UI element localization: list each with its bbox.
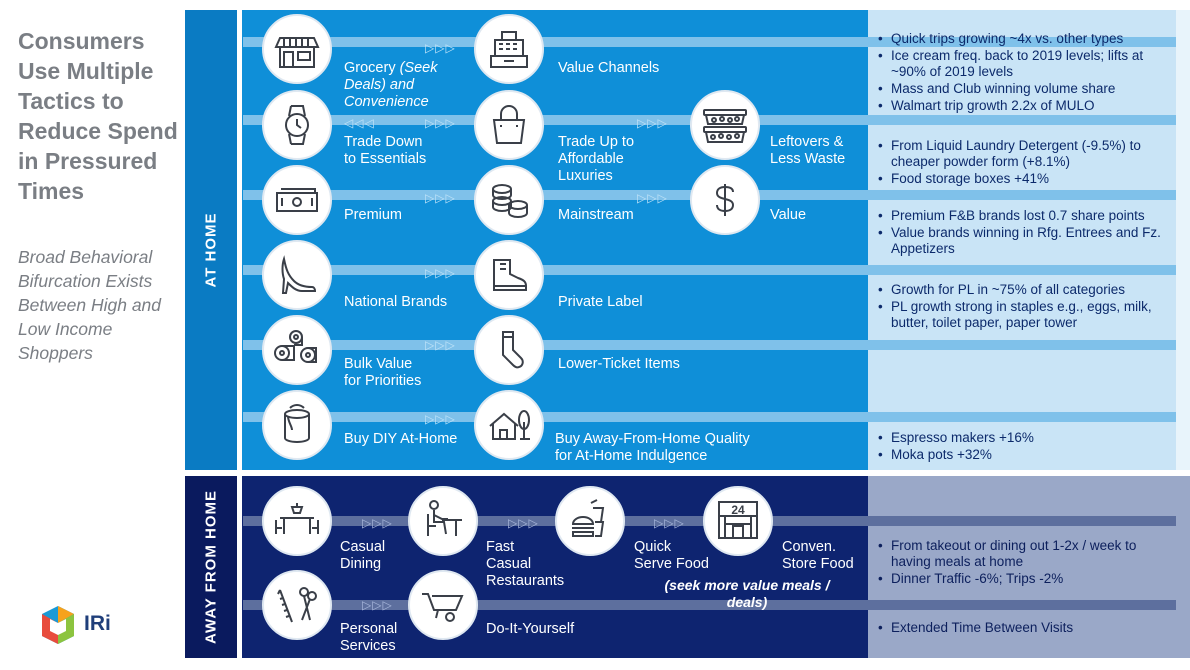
insight-item: Walmart trip growth 2.2x of MULO xyxy=(875,98,1175,114)
insight-item: Quick trips growing ~4x vs. other types xyxy=(875,31,1175,47)
arrow-right-indicator: ▷▷▷ xyxy=(637,191,668,205)
row-stripe xyxy=(243,412,1176,422)
row-stripe xyxy=(243,37,1176,47)
wristwatch-icon xyxy=(262,90,332,160)
at-home-label: AT HOME xyxy=(202,212,220,288)
burger-drink-icon xyxy=(555,486,625,556)
away-row-2-insights: Extended Time Between Visits xyxy=(875,620,1175,637)
away-row-1-insights: From takeout or dining out 1-2x / week t… xyxy=(875,538,1175,588)
boot-icon xyxy=(474,240,544,310)
premium-label: Premium xyxy=(344,207,403,223)
food-containers-icon xyxy=(690,90,760,160)
insight-item: Dinner Traffic -6%; Trips -2% xyxy=(875,571,1175,587)
band-divider xyxy=(237,476,242,658)
iri-logo-icon xyxy=(42,606,74,644)
trade-down-label: Trade Down to Essentials xyxy=(344,134,427,167)
arrow-right-indicator: ▷▷▷ xyxy=(654,516,685,530)
arrow-right-indicator: ▷▷▷ xyxy=(508,516,539,530)
national-brands-label: National Brands xyxy=(344,294,448,310)
scissors-comb-icon xyxy=(262,570,332,640)
cash-register-icon xyxy=(474,14,544,84)
away-label-column: AWAY FROM HOME xyxy=(185,476,237,658)
arrow-right-indicator: ▷▷▷ xyxy=(362,516,393,530)
arrow-right-indicator: ▷▷▷ xyxy=(425,338,456,352)
value-channels-label: Value Channels xyxy=(558,60,660,76)
arrow-right-indicator: ▷▷▷ xyxy=(425,412,456,426)
arrow-right-indicator: ▷▷▷ xyxy=(425,41,456,55)
quick-serve-label: Quick Serve Food xyxy=(634,539,709,572)
insight-item: PL growth strong in staples e.g., eggs, … xyxy=(875,299,1175,331)
diy-label: Buy DIY At-Home xyxy=(344,431,458,447)
do-it-yourself-label: Do-It-Yourself xyxy=(486,621,575,637)
row-stripe xyxy=(243,340,1176,350)
row-3-insights: Premium F&B brands lost 0.7 share points… xyxy=(875,208,1175,258)
handbag-icon xyxy=(474,90,544,160)
arrow-right-indicator: ▷▷▷ xyxy=(425,116,456,130)
trade-up-label: Trade Up to Affordable Luxuries xyxy=(558,134,635,184)
wheelbarrow-icon xyxy=(408,570,478,640)
value-meals-note: (seek more value meals / deals) xyxy=(664,577,830,610)
insight-item: Mass and Club winning volume share xyxy=(875,81,1175,97)
logo-wordmark: IRi xyxy=(84,612,111,635)
person-at-table-icon xyxy=(408,486,478,556)
insight-item: Extended Time Between Visits xyxy=(875,620,1175,636)
away-quality-label: Buy Away-From-Home Quality for At-Home I… xyxy=(555,431,750,464)
sock-icon xyxy=(474,315,544,385)
page-title: Consumers Use Multiple Tactics to Reduce… xyxy=(18,28,178,204)
lower-ticket-label: Lower-Ticket Items xyxy=(558,356,680,372)
bulk-value-label: Bulk Value for Priorities xyxy=(344,356,422,389)
paint-can-icon xyxy=(262,390,332,460)
insight-item: Premium F&B brands lost 0.7 share points xyxy=(875,208,1175,224)
arrow-right-indicator: ▷▷▷ xyxy=(425,266,456,280)
insight-item: Espresso makers +16% xyxy=(875,430,1175,446)
arrow-right-indicator: ▷▷▷ xyxy=(637,116,668,130)
casual-dining-label: Casual Dining xyxy=(340,539,386,572)
insight-item: From Liquid Laundry Detergent (-9.5%) to… xyxy=(875,138,1175,170)
convenience-store-label: Conven. Store Food xyxy=(782,539,854,572)
personal-services-label: Personal Services xyxy=(340,621,398,654)
high-heel-shoe-icon xyxy=(262,240,332,310)
insight-item: Ice cream freq. back to 2019 levels; lif… xyxy=(875,48,1175,80)
row-stripe xyxy=(243,600,1176,610)
insight-item: Moka pots +32% xyxy=(875,447,1175,463)
arrow-right-indicator: ▷▷▷ xyxy=(362,598,393,612)
at-home-panel-edge xyxy=(1176,10,1190,470)
band-divider xyxy=(237,10,242,470)
dining-table-icon xyxy=(262,486,332,556)
away-from-home-label: AWAY FROM HOME xyxy=(202,489,220,645)
storefront-icon xyxy=(262,14,332,84)
row-2-insights: From Liquid Laundry Detergent (-9.5%) to… xyxy=(875,138,1175,188)
leftovers-label: Leftovers & Less Waste xyxy=(770,134,846,167)
house-icon xyxy=(474,390,544,460)
at-home-label-column: AT HOME xyxy=(185,10,237,470)
insight-item: Food storage boxes +41% xyxy=(875,171,1175,187)
convenience-store-icon: 24 xyxy=(703,486,773,556)
insight-item: Growth for PL in ~75% of all categories xyxy=(875,282,1175,298)
fast-casual-label: Fast Casual Restaurants xyxy=(486,539,565,589)
dollar-sign-icon xyxy=(690,165,760,235)
private-label-label: Private Label xyxy=(558,294,643,310)
grocery-label: Grocery (Seek Deals) and Convenience xyxy=(344,60,438,110)
row-1-insights: Quick trips growing ~4x vs. other types … xyxy=(875,31,1175,115)
toilet-paper-icon xyxy=(262,315,332,385)
arrow-left-indicator: ◁◁◁ xyxy=(344,116,375,130)
row-6-insights: Espresso makers +16% Moka pots +32% xyxy=(875,430,1175,464)
store-number: 24 xyxy=(731,503,745,517)
row-4-insights: Growth for PL in ~75% of all categories … xyxy=(875,282,1175,332)
mainstream-label: Mainstream xyxy=(558,207,634,223)
row-stripe xyxy=(243,265,1176,275)
insight-item: Value brands winning in Rfg. Entrees and… xyxy=(875,225,1175,257)
insight-item: From takeout or dining out 1-2x / week t… xyxy=(875,538,1175,570)
coins-icon xyxy=(474,165,544,235)
banknote-icon xyxy=(262,165,332,235)
page-subtitle: Broad Behavioral Bifurcation Exists Betw… xyxy=(18,247,162,363)
arrow-right-indicator: ▷▷▷ xyxy=(425,191,456,205)
value-label: Value xyxy=(770,207,807,223)
